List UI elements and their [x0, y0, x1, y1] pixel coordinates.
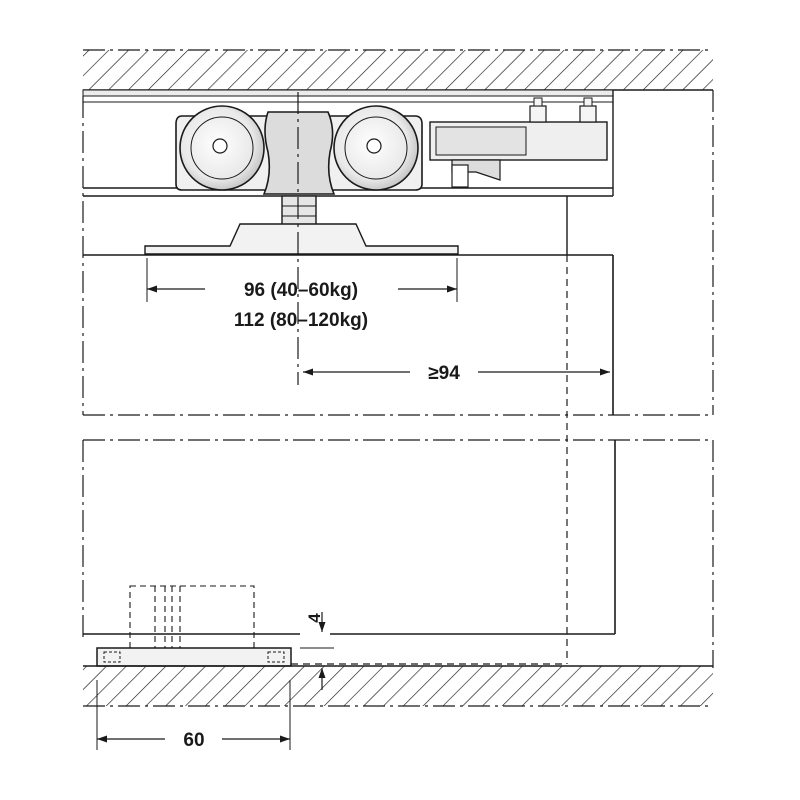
- dimension-label-offset: ≥94: [428, 363, 460, 384]
- dimension-rail-spacing: 96 (40–60kg) 112 (80–120kg): [146, 258, 458, 331]
- dimension-label-heavy: 112 (80–120kg): [234, 310, 368, 331]
- dimension-min-offset: ≥94: [303, 363, 610, 384]
- dimension-label-width: 60: [183, 730, 204, 751]
- wheel-right: [333, 105, 419, 191]
- ceiling-section: [83, 49, 713, 91]
- floor-section: [83, 665, 713, 707]
- floor-guide: [96, 585, 292, 667]
- dimension-floor-gap: 4: [300, 612, 334, 690]
- dimension-label-light: 96 (40–60kg): [244, 280, 358, 301]
- end-stop-buffer: [429, 97, 608, 188]
- door-panel: [83, 254, 616, 635]
- dimension-guide-width: 60: [96, 680, 291, 751]
- wheel-left: [179, 105, 265, 191]
- centerlines: [82, 90, 714, 668]
- dimension-label-gap: 4: [305, 613, 324, 623]
